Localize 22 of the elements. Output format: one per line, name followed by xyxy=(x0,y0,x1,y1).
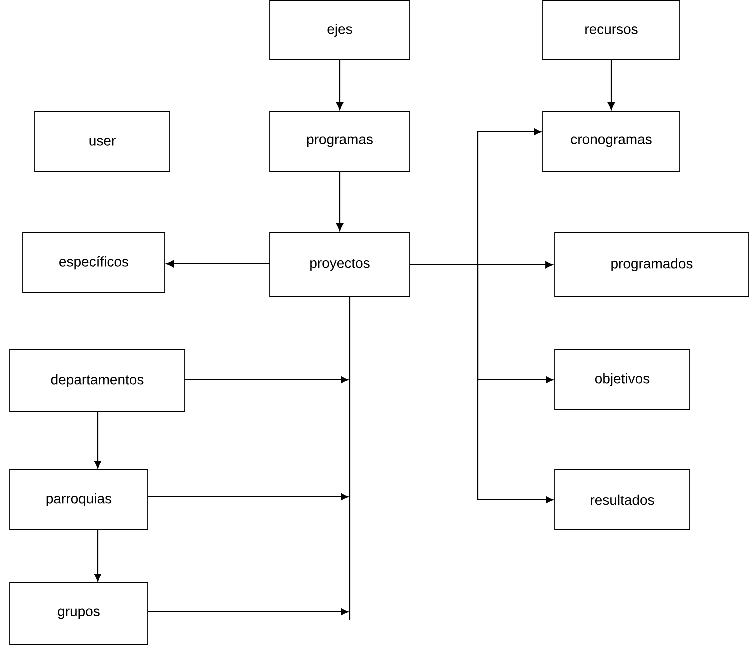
entity-box: cronogramas xyxy=(542,112,680,172)
entity-box: recursos xyxy=(542,0,680,60)
entity-box: específicos xyxy=(22,232,166,294)
arrow xyxy=(94,530,102,582)
arrow xyxy=(148,608,349,616)
entity-box: proyectos xyxy=(270,232,410,298)
entity-box: objetivos xyxy=(554,350,690,410)
arrow xyxy=(94,412,102,469)
entity-box: ejes xyxy=(270,0,410,60)
entity-box: resultados xyxy=(554,470,690,530)
arrow xyxy=(608,60,615,110)
entity-box: departamentos xyxy=(10,350,186,412)
arrow xyxy=(148,494,349,500)
arrow xyxy=(185,376,349,384)
entity-box: programas xyxy=(270,112,410,172)
entity-box: parroquias xyxy=(10,470,148,530)
arrow xyxy=(166,260,270,268)
entity-box: user xyxy=(34,112,170,172)
arrow xyxy=(336,172,344,232)
entity-box: grupos xyxy=(10,582,148,646)
arrow xyxy=(336,60,344,110)
entity-box: programados xyxy=(554,232,750,298)
